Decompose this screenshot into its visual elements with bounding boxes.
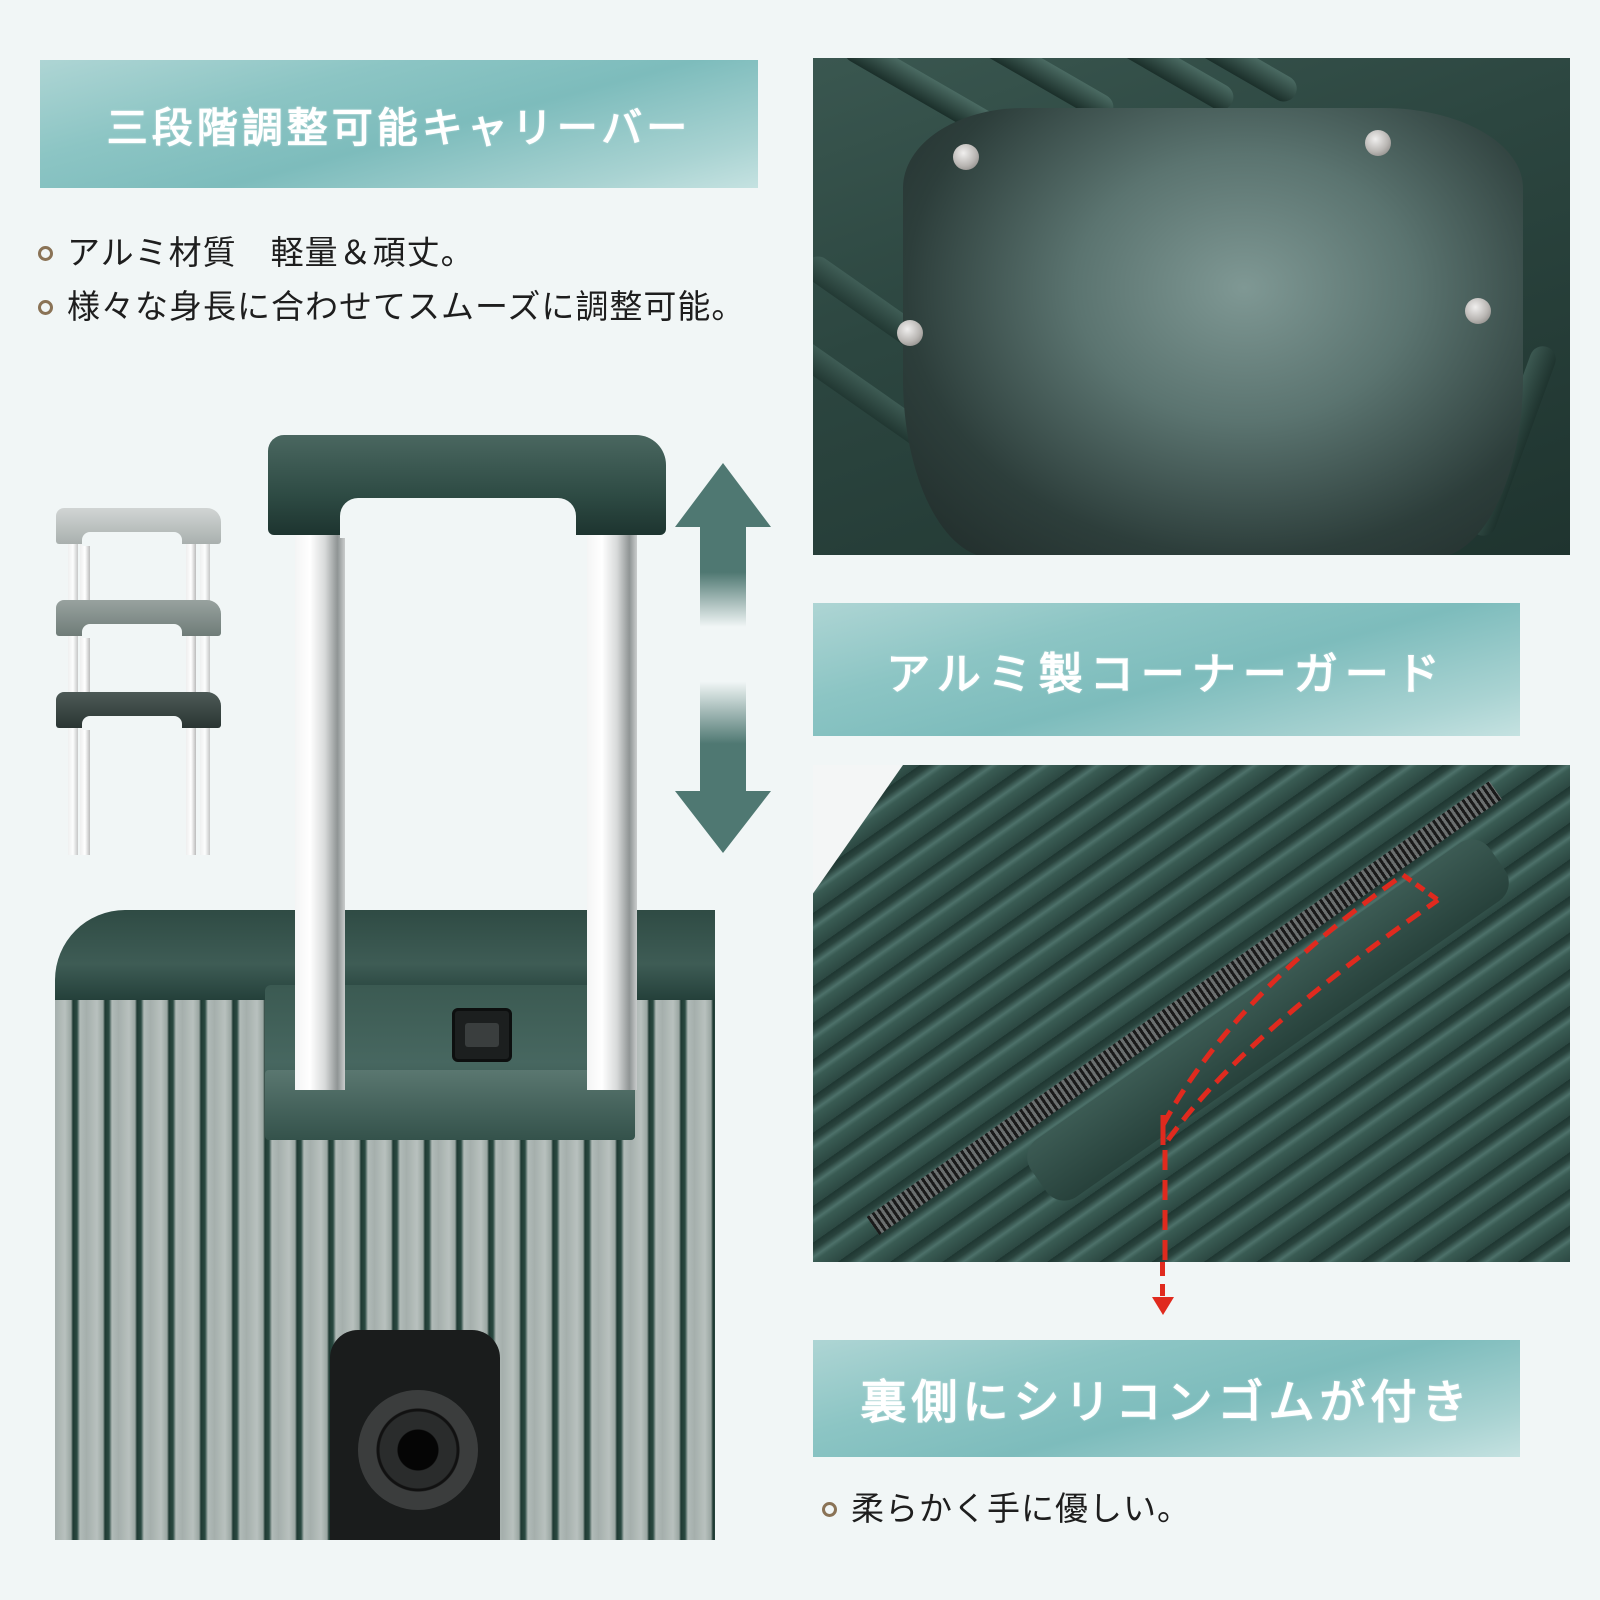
- mini-rail-left: [68, 515, 78, 855]
- up-down-double-arrow-icon: [675, 463, 771, 853]
- corner-guard-title-banner: アルミ製コーナーガード: [813, 603, 1520, 736]
- bullet-ring-icon: [38, 246, 53, 261]
- mini-rail-left-inner: [80, 520, 90, 855]
- corner-guard-photo: [813, 58, 1570, 555]
- rivet-icon: [953, 144, 979, 170]
- feature-text: 柔らかく手に優しい。: [851, 1489, 1191, 1528]
- carry-bar-feature-list: アルミ材質 軽量＆頑丈。 様々な身長に合わせてスムーズに調整可能。: [38, 226, 768, 334]
- top-handle-photo: [813, 765, 1570, 1262]
- feature-bullet-soft: 柔らかく手に優しい。: [822, 1482, 1522, 1536]
- aluminum-corner-guard: [903, 108, 1523, 555]
- trolley-rail-right: [587, 530, 637, 1090]
- handle-level-low-icon: [56, 692, 221, 730]
- bullet-ring-icon: [822, 1502, 837, 1517]
- silicone-feature-list: 柔らかく手に優しい。: [822, 1482, 1522, 1536]
- carry-bar-title: 三段階調整可能キャリーバー: [106, 104, 692, 152]
- feature-text: 様々な身長に合わせてスムーズに調整可能。: [67, 287, 746, 326]
- silicone-title: 裏側にシリコンゴムが付き: [860, 1374, 1473, 1429]
- red-dashed-down-arrow-icon: [1152, 1297, 1174, 1315]
- rivet-icon: [1465, 298, 1491, 324]
- spinner-wheel: [358, 1390, 478, 1510]
- mini-rail-right-outer: [200, 515, 210, 855]
- handle-level-high-icon: [56, 508, 221, 546]
- luggage-carry-bar-photo: [40, 430, 720, 1540]
- red-dashed-down-arrow-shaft: [1160, 1262, 1165, 1296]
- feature-bullet-adjustable: 様々な身長に合わせてスムーズに調整可能。: [38, 280, 768, 334]
- silicone-title-banner: 裏側にシリコンゴムが付き: [813, 1340, 1520, 1457]
- trolley-rail-left: [295, 530, 345, 1090]
- feature-bullet-material: アルミ材質 軽量＆頑丈。: [38, 226, 768, 280]
- trolley-release-button: [452, 1008, 512, 1062]
- silicone-outline-dashes: [1160, 872, 1440, 1262]
- handle-opening: [340, 498, 576, 538]
- feature-text: アルミ材質 軽量＆頑丈。: [67, 233, 475, 272]
- bullet-ring-icon: [38, 300, 53, 315]
- mini-rail-right: [186, 520, 196, 855]
- handle-level-mid-icon: [56, 600, 221, 638]
- rivet-icon: [1365, 130, 1391, 156]
- corner-guard-title: アルミ製コーナーガード: [886, 648, 1447, 700]
- carry-bar-title-banner: 三段階調整可能キャリーバー: [40, 60, 758, 188]
- rivet-icon: [897, 320, 923, 346]
